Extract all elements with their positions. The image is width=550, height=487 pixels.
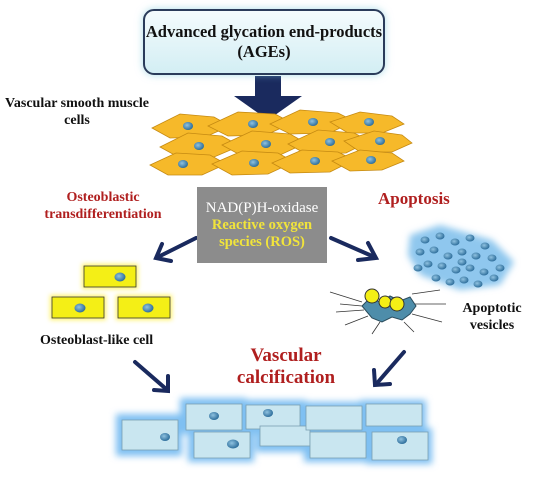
vesicle-dot xyxy=(420,236,430,244)
ros-label: Reactive oxygen species (ROS) xyxy=(211,217,313,250)
vesicle-dot xyxy=(473,280,483,288)
arrow-to-apoptosis xyxy=(329,236,380,262)
vesicle-dot xyxy=(487,254,497,262)
vesicle-dot xyxy=(495,264,505,272)
vesicle-dot xyxy=(465,234,475,242)
vesicle-dot xyxy=(465,264,475,272)
arrow-to-osteoblast xyxy=(153,236,198,263)
vesicle-dot xyxy=(489,274,499,282)
ages-box: Advanced glycation end-products (AGEs) xyxy=(143,9,385,75)
osteoblast-cell-label: Osteoblast-like cell xyxy=(40,333,154,348)
vesicle-dot xyxy=(431,274,441,282)
vesicle-dot xyxy=(429,246,439,254)
vesicle-dot xyxy=(471,252,481,260)
vesicle-dot xyxy=(480,242,490,250)
vascular-calcification-label: Vascular calcification xyxy=(236,345,336,388)
vesicle-dot xyxy=(437,262,447,270)
osteoblastic-label: Osteoblastic transdifferentiation xyxy=(44,190,162,222)
arrow-osteoblast-to-calcification xyxy=(133,360,170,394)
ages-label: Advanced glycation end-products (AGEs) xyxy=(145,22,383,61)
vesicle-dot xyxy=(443,252,453,260)
nadph-oxidase-box: NAD(P)H-oxidase Reactive oxygen species … xyxy=(197,187,327,263)
vesicle-dot xyxy=(413,264,423,272)
vsmc-label: Vascular smooth muscle cells xyxy=(5,96,149,128)
vesicle-dot xyxy=(451,266,461,274)
apoptotic-cell xyxy=(329,288,446,335)
apoptotic-vesicle-cluster xyxy=(408,225,514,290)
osteoblast-like-cells xyxy=(50,264,172,320)
nadph-label: NAD(P)H-oxidase xyxy=(205,200,319,216)
apoptosis-label: Apoptosis xyxy=(378,189,450,208)
vesicle-dot xyxy=(445,278,455,286)
vesicle-dot xyxy=(450,238,460,246)
smooth-muscle-nuclei xyxy=(178,118,385,168)
vesicle-dot xyxy=(423,260,433,268)
vesicle-dot xyxy=(459,276,469,284)
vesicle-dot xyxy=(435,232,445,240)
down-arrow-ages xyxy=(234,76,302,120)
calcified-cells xyxy=(116,398,432,464)
arrow-apoptosis-to-calcification xyxy=(372,350,406,388)
vesicle-dot xyxy=(457,248,467,256)
vesicle-dot xyxy=(415,248,425,256)
vesicle-dot xyxy=(457,258,467,266)
vesicle-dot xyxy=(479,268,489,276)
apoptotic-vesicles-label: Apoptotic vesicles xyxy=(462,301,522,333)
